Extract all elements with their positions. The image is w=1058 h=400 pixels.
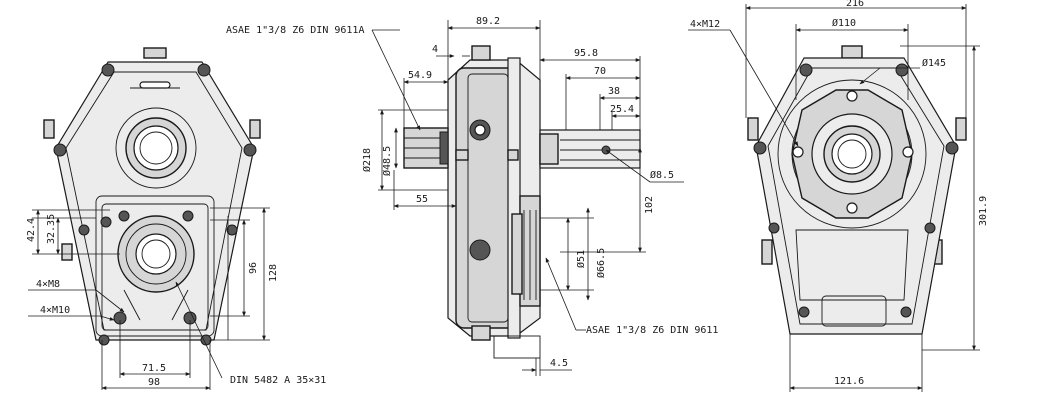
middle-view-dimensions: 89.2 4 95.8 70 38 25.4 54.9 ASAE 1"3/8 Z… xyxy=(226,16,718,376)
dim-dia110: Ø110 xyxy=(832,17,856,29)
dim-42-4: 42.4 xyxy=(26,218,37,242)
left-view-dimensions: 42.4 32.35 96 128 4×M8 4×M10 71.5 98 DIN… xyxy=(26,207,326,390)
dim-dia8-5: Ø8.5 xyxy=(650,169,674,181)
dim-32-35: 32.35 xyxy=(46,214,57,244)
label-4xm10: 4×M10 xyxy=(40,305,70,316)
dim-dia48-5: Ø48.5 xyxy=(381,146,393,176)
dim-25-4: 25.4 xyxy=(610,104,634,115)
label-asae-bottom: ASAE 1"3/8 Z6 DIN 9611 xyxy=(586,325,718,336)
label-din5482: DIN 5482 A 35×31 xyxy=(230,375,326,386)
dim-216: 216 xyxy=(846,0,864,9)
label-4xm12: 4×M12 xyxy=(690,19,720,30)
dim-54-9: 54.9 xyxy=(408,70,432,81)
dim-38: 38 xyxy=(608,86,620,97)
dim-70: 70 xyxy=(594,66,606,77)
right-view-gearbox xyxy=(747,45,967,335)
label-asae-top: ASAE 1"3/8 Z6 DIN 9611A xyxy=(226,25,364,36)
dim-98: 98 xyxy=(148,377,160,388)
label-4xm8: 4×M8 xyxy=(36,279,60,290)
dim-301-9: 301.9 xyxy=(978,196,989,226)
dim-dia218: Ø218 xyxy=(361,148,373,172)
dim-4: 4 xyxy=(432,44,438,55)
left-view-gearbox xyxy=(43,47,261,346)
dim-dia145: Ø145 xyxy=(922,57,946,69)
dim-121-6: 121.6 xyxy=(834,376,864,387)
dim-55: 55 xyxy=(416,194,428,205)
dim-89-2: 89.2 xyxy=(476,16,500,27)
dim-96: 96 xyxy=(248,262,259,274)
dim-4-5: 4.5 xyxy=(550,358,568,369)
middle-view-gearbox xyxy=(403,45,641,359)
dim-dia51: Ø51 xyxy=(575,250,587,268)
dim-71-5: 71.5 xyxy=(142,363,166,374)
dim-dia66-5: Ø66.5 xyxy=(595,248,607,278)
dim-102: 102 xyxy=(644,196,655,214)
dim-95-8: 95.8 xyxy=(574,48,598,59)
dim-128: 128 xyxy=(268,264,279,282)
right-view-dimensions: 216 Ø110 4×M12 Ø145 301.9 121.6 xyxy=(688,0,989,392)
